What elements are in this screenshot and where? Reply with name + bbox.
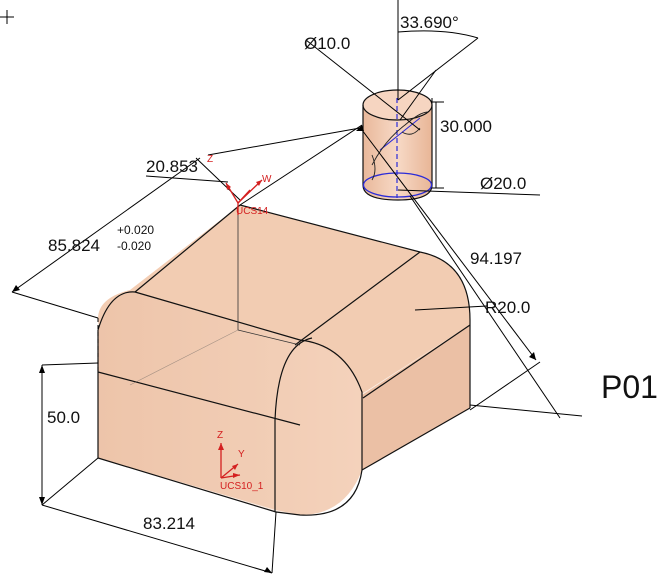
- dim-offset[interactable]: 20.853: [146, 157, 198, 176]
- pin-body[interactable]: [363, 105, 432, 200]
- block-body[interactable]: [97, 204, 471, 516]
- dim-angle[interactable]: 33.690°: [400, 13, 459, 32]
- block-top-face[interactable]: [98, 205, 470, 395]
- dim-pin-diameter-large[interactable]: Ø20.0: [480, 174, 526, 193]
- dim-height[interactable]: 50.0: [47, 408, 80, 427]
- dim-depth-tol-plus: +0.020: [117, 223, 154, 237]
- dim-pin-diameter-small[interactable]: Ø10.0: [304, 34, 350, 53]
- part-label[interactable]: P01: [601, 369, 658, 405]
- dim-diagonal[interactable]: 94.197: [470, 249, 522, 268]
- dim-width[interactable]: 83.214: [143, 514, 195, 533]
- csys-top-z-label: Z: [207, 154, 213, 165]
- block-right-face[interactable]: [362, 325, 470, 470]
- dimension-labels: 33.690° Ø10.0 30.000 Ø20.0 20.853 85.824…: [47, 13, 530, 533]
- dim-depth[interactable]: 85.824: [48, 236, 100, 255]
- csys-bottom-z-label: Z: [217, 430, 223, 441]
- csys-top-w-label: W: [262, 174, 272, 185]
- csys-top-name: UCS14: [236, 206, 269, 217]
- crosshair-cursor-icon: [0, 10, 14, 24]
- dim-pin-height[interactable]: 30.000: [440, 117, 492, 136]
- csys-bottom[interactable]: Z Y UCS10_1: [217, 430, 264, 492]
- csys-bottom-y-label: Y: [238, 449, 245, 460]
- dim-fillet-radius[interactable]: R20.0: [485, 298, 530, 317]
- csys-bottom-name: UCS10_1: [220, 481, 264, 492]
- pin-cylinder[interactable]: [362, 89, 433, 201]
- block-front-face[interactable]: [98, 291, 362, 515]
- dim-depth-tol-minus: -0.020: [117, 239, 151, 253]
- csys-top[interactable]: Z W UCS14: [207, 154, 272, 217]
